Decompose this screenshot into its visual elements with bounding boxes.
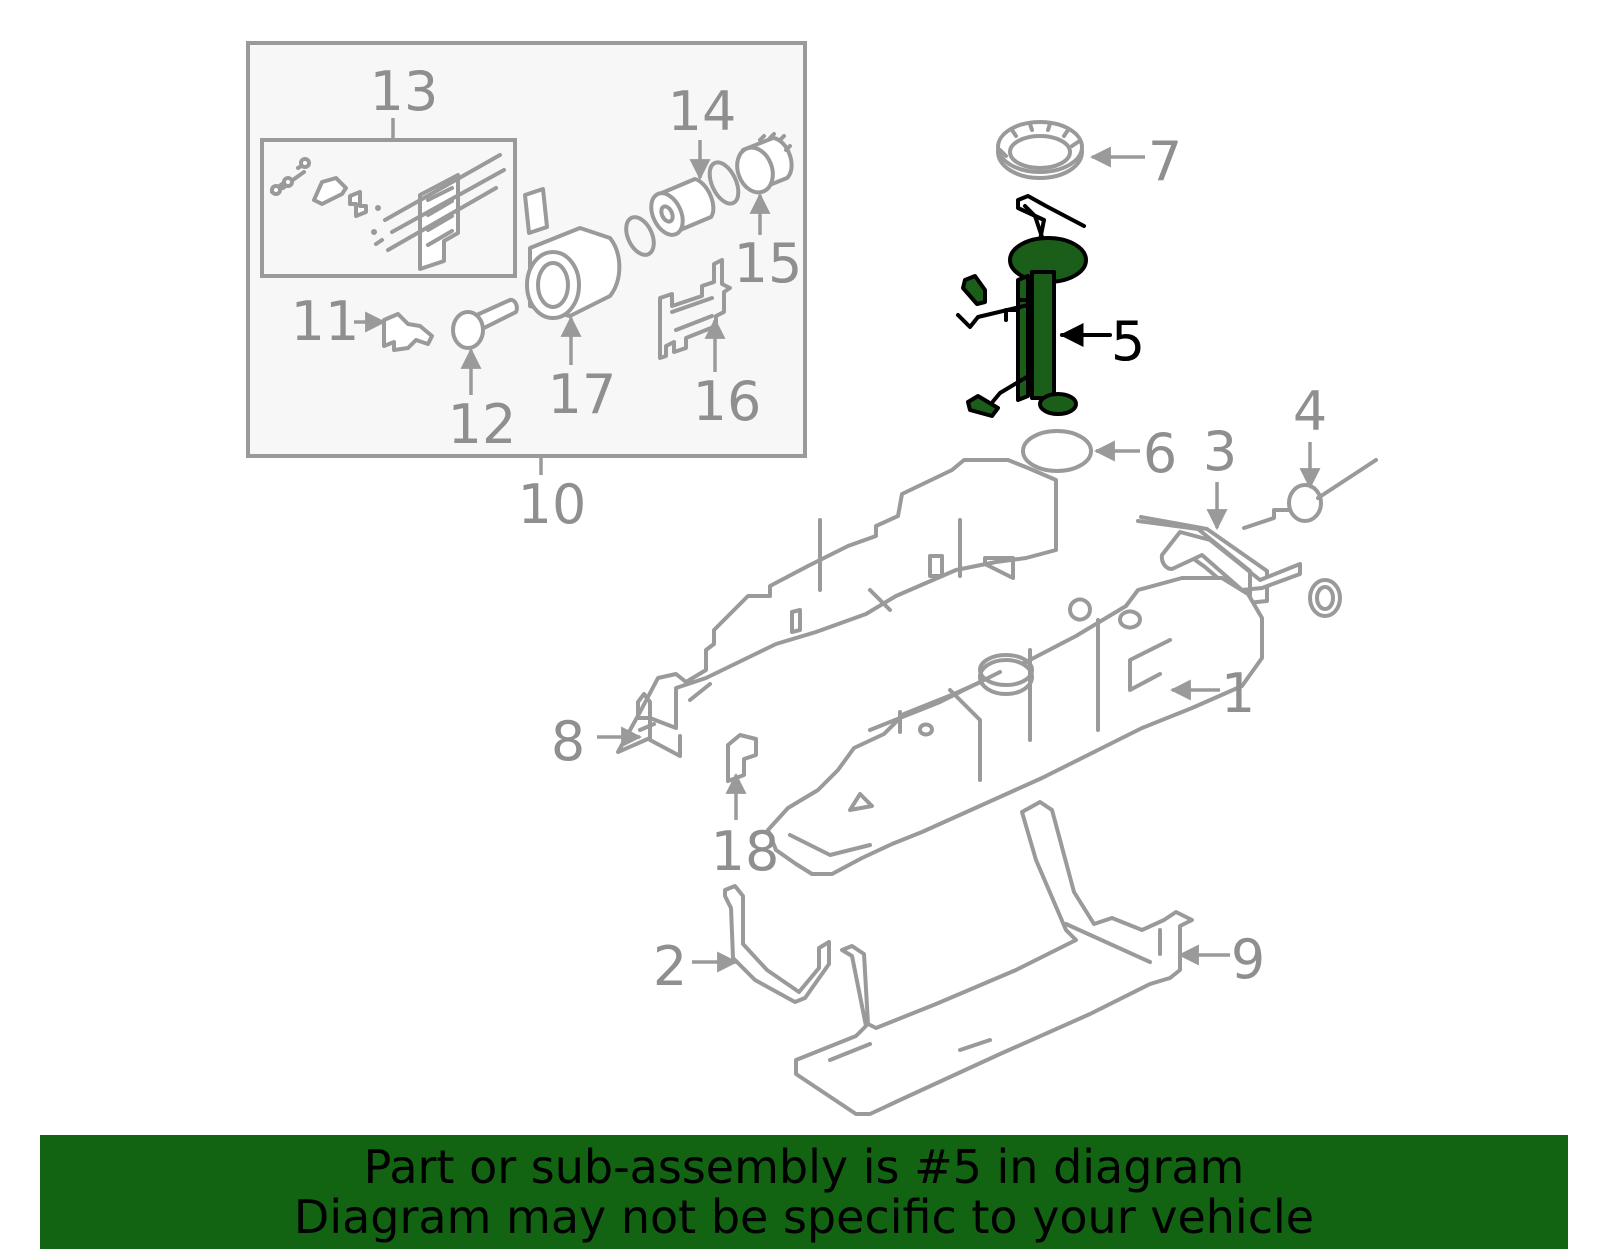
part-15-cap[interactable]	[731, 132, 794, 197]
callout-7: 7	[1148, 130, 1182, 193]
callout-2: 2	[653, 935, 687, 998]
callout-labels: 13 14 15 11 12 17 16 10 7 5 6 3 4 1 8 18…	[291, 60, 1328, 998]
part-8-shield[interactable]	[616, 458, 1058, 758]
part-18-clip[interactable]	[726, 733, 758, 783]
part-14-filter[interactable]	[621, 158, 745, 259]
callout-14: 14	[668, 80, 737, 143]
inset-box-10	[246, 41, 807, 475]
info-banner: Part or sub-assembly is #5 in diagram Di…	[40, 1135, 1568, 1249]
callout-4: 4	[1293, 380, 1327, 443]
part-5-fuel-pump-module[interactable]	[956, 194, 1112, 418]
callout-9: 9	[1231, 928, 1265, 991]
leader-arrows	[354, 140, 1321, 973]
callout-10: 10	[518, 473, 587, 536]
part-12-pin[interactable]	[451, 297, 519, 350]
part-7-lock-ring[interactable]	[996, 120, 1084, 180]
banner-line-2: Diagram may not be specific to your vehi…	[293, 1190, 1315, 1244]
part-6-gasket[interactable]	[1021, 429, 1093, 473]
callout-3: 3	[1203, 420, 1237, 483]
callout-15: 15	[734, 232, 803, 295]
callout-6: 6	[1143, 422, 1177, 485]
banner-line-1: Part or sub-assembly is #5 in diagram	[363, 1140, 1245, 1194]
callout-16: 16	[693, 370, 762, 433]
callout-5: 5	[1111, 310, 1145, 373]
part-17-housing[interactable]	[523, 187, 622, 320]
part-3-filler-pipe[interactable]	[1136, 515, 1342, 618]
callout-11: 11	[291, 290, 360, 353]
callout-1: 1	[1221, 662, 1255, 725]
callout-17: 17	[548, 363, 617, 426]
part-13-hardware-kit[interactable]	[270, 153, 506, 271]
part-2-strap[interactable]	[723, 884, 831, 1004]
callout-13: 13	[370, 60, 439, 123]
part-1-fuel-tank[interactable]	[766, 576, 1264, 876]
callout-18: 18	[711, 820, 780, 883]
callout-8: 8	[551, 710, 585, 773]
callout-12: 12	[448, 393, 517, 456]
part-9-skid-plate[interactable]	[794, 800, 1194, 1116]
part-11-clip[interactable]	[382, 312, 434, 352]
